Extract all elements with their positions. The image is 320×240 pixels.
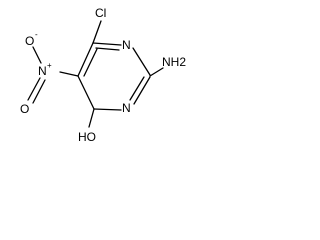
bond-c5-c6-double bbox=[83, 48, 98, 77]
nitro-nitrogen-charge: + bbox=[47, 61, 52, 70]
ring-bonds bbox=[77, 42, 151, 111]
bond-c4-oh bbox=[88, 108, 95, 128]
atom-nitro-nitrogen: N bbox=[38, 64, 47, 78]
bond-n1-c2 bbox=[132, 47, 151, 76]
atom-nitro-oxygen-bottom: O bbox=[20, 102, 29, 116]
chemical-structure: Cl N N NH2 HO N + O - O bbox=[20, 6, 186, 144]
bond-c5-c6 bbox=[77, 42, 94, 77]
bond-n3-c4 bbox=[93, 108, 122, 111]
atom-nitro-oxygen-top: O bbox=[25, 34, 34, 48]
bond-c4-c5 bbox=[77, 75, 95, 110]
bond-nitro-o-bottom bbox=[27, 77, 41, 101]
nitro-oxygen-charge: - bbox=[35, 30, 38, 39]
atom-ring-nitrogen-top: N bbox=[122, 38, 131, 52]
bond-c6-cl bbox=[92, 20, 102, 44]
bond-c2-n3 bbox=[133, 76, 151, 105]
atom-hydroxy-group: HO bbox=[78, 130, 96, 144]
bond-nitro-o-bottom-double bbox=[32, 79, 46, 104]
atom-chlorine: Cl bbox=[95, 6, 106, 20]
atom-labels: Cl N N NH2 HO N + O - O bbox=[20, 6, 186, 144]
atom-amino-group: NH2 bbox=[162, 55, 186, 69]
bond-c6-n1 bbox=[92, 42, 122, 46]
bond-c6-n1-double bbox=[95, 47, 120, 51]
bond-c2-nh2 bbox=[149, 67, 164, 77]
bond-nitro-o-top bbox=[32, 46, 42, 64]
atom-ring-nitrogen-bottom: N bbox=[122, 101, 131, 115]
bond-c2-n3-double bbox=[129, 76, 145, 101]
substituent-bonds bbox=[27, 20, 164, 128]
bond-c5-nitro bbox=[59, 71, 79, 77]
